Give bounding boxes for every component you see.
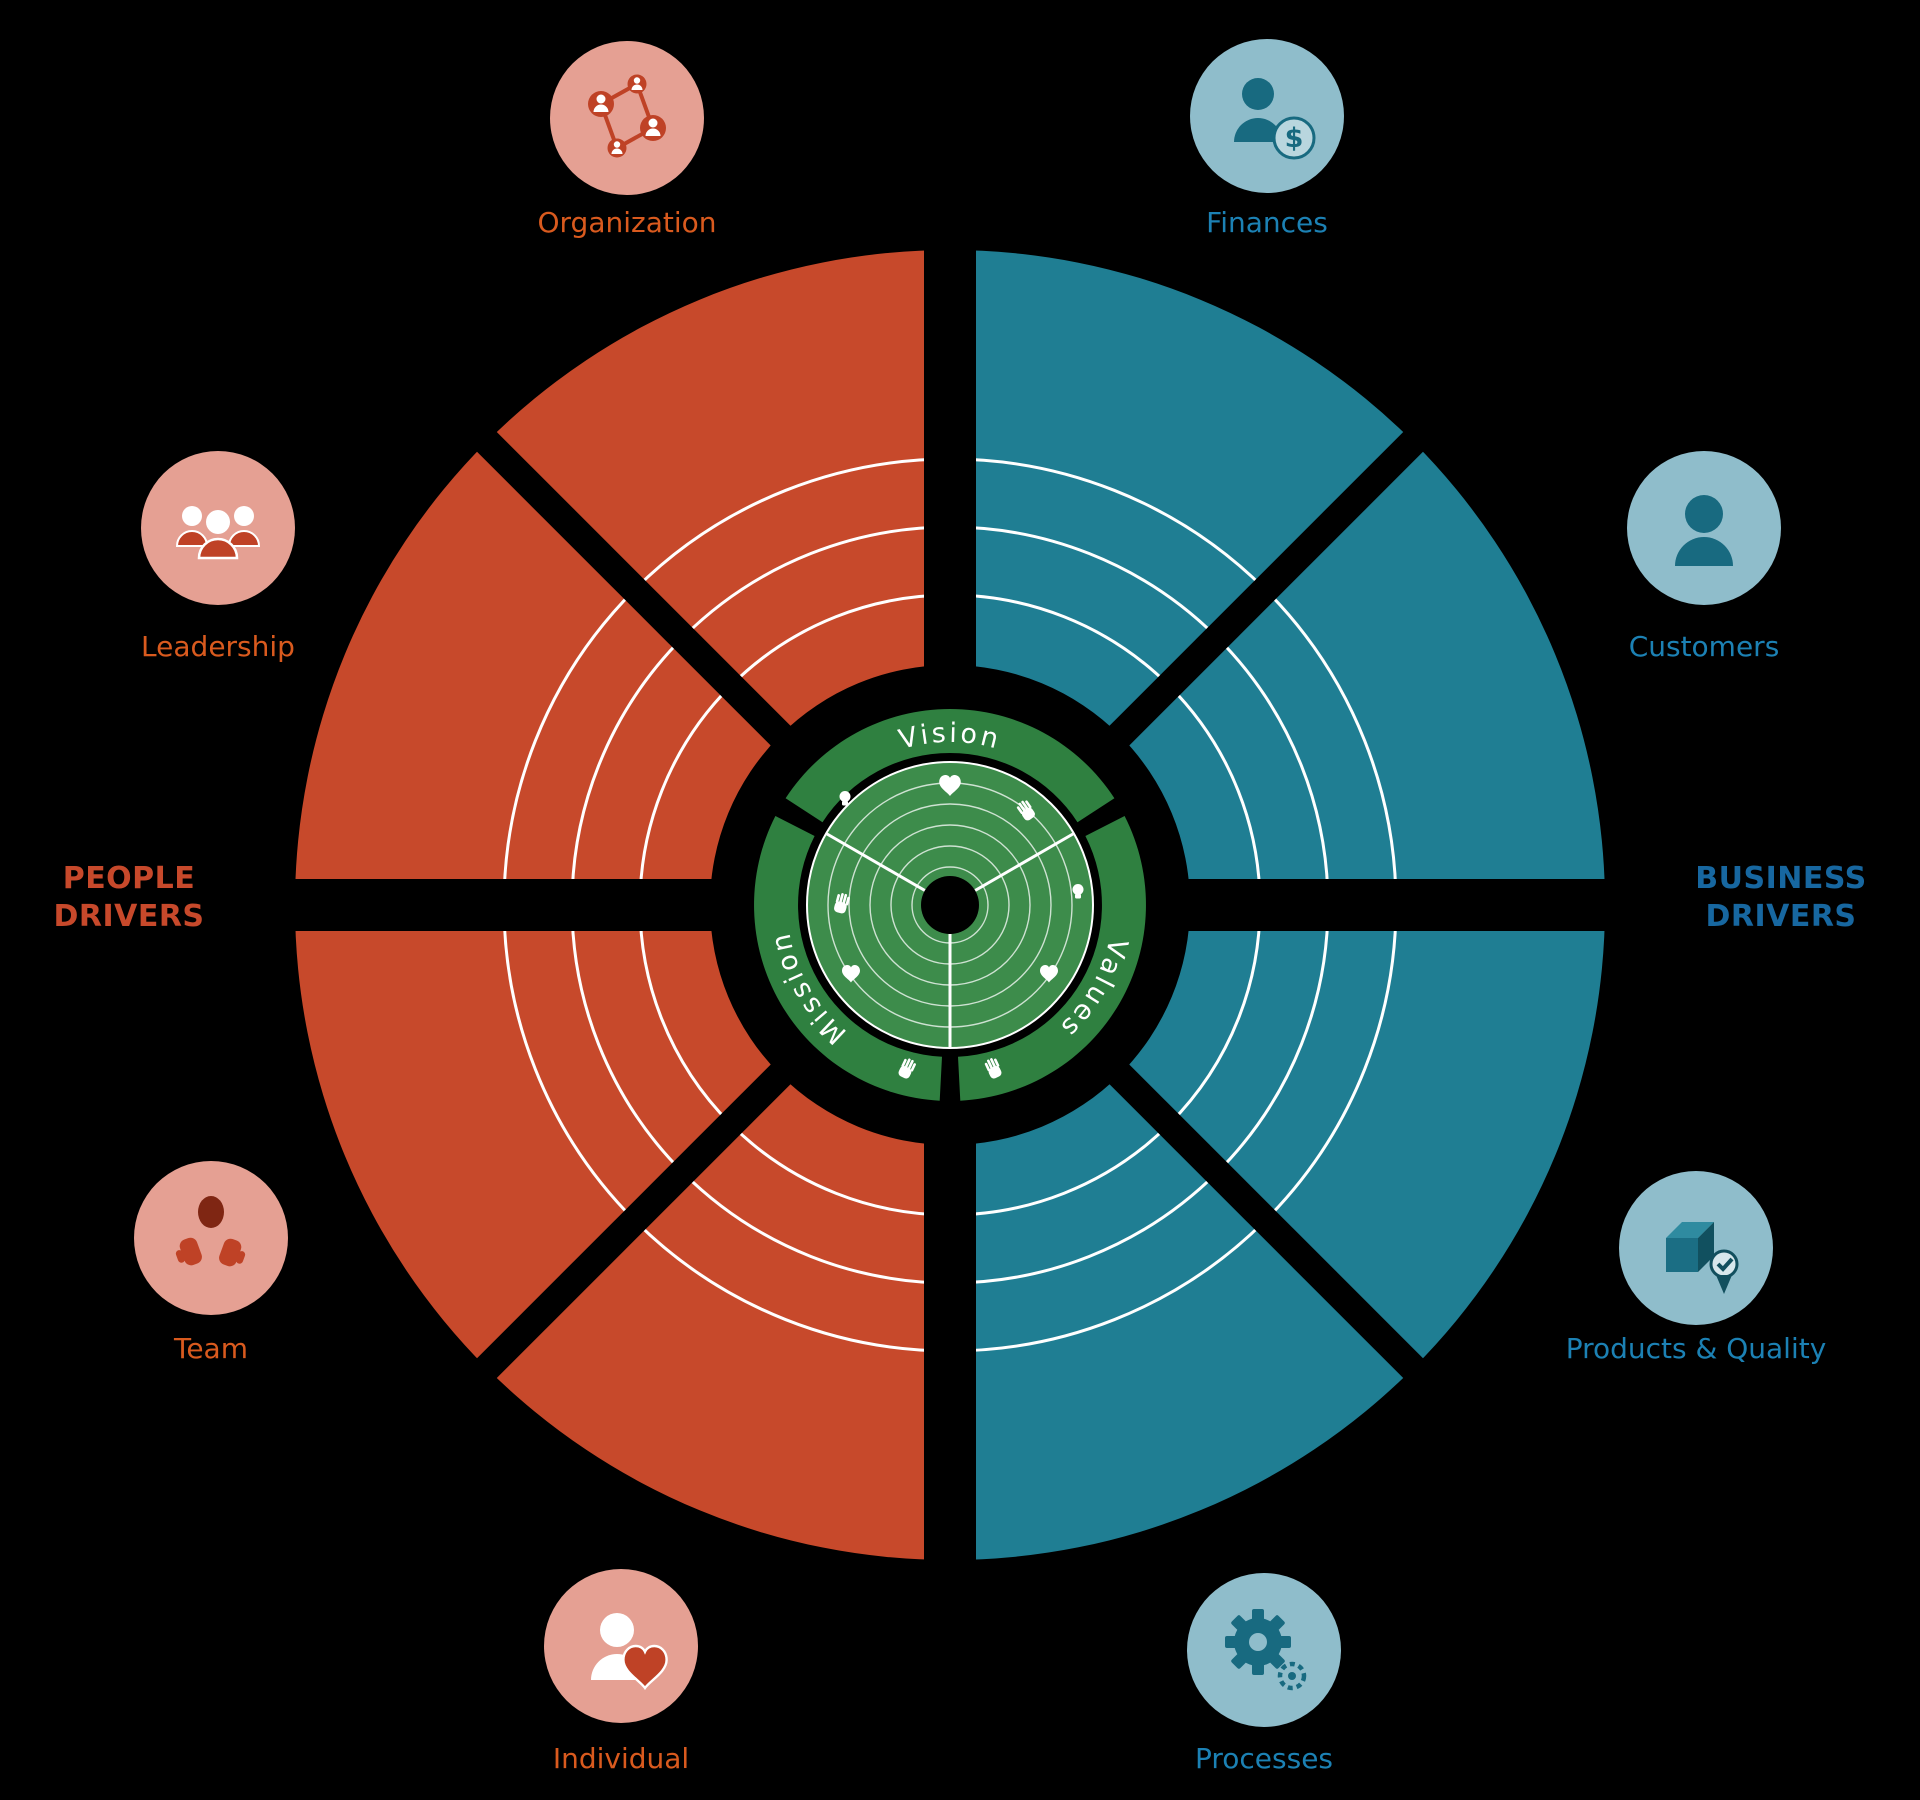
organization-label: Organization [537,206,716,239]
team-icon-bg [134,1161,288,1315]
leadership-label: Leadership [141,630,295,663]
leadership-icon [141,451,295,605]
wedge-customers [1119,441,1605,905]
hub-ring-vision [785,709,1115,823]
hub-ring-mission [754,816,942,1101]
team-label: Team [173,1332,248,1365]
customers-icon [1627,451,1781,605]
individual-icon [544,1569,698,1723]
wedge-team [294,905,781,1369]
hub-center-hole [921,876,979,934]
divider-se [1085,1040,1460,1415]
hub-sector-line [825,832,926,892]
hub: Vision Mission Values [754,709,1146,1101]
wedge-leadership [295,441,781,905]
products-quality-label: Products & Quality [1566,1332,1827,1365]
finances-icon-bg [1190,39,1344,193]
divider-sw [440,1040,815,1415]
business-drivers-line2: DRIVERS [1705,899,1856,934]
finances-icon: $ [1190,39,1344,193]
people-drivers-line1: PEOPLE [63,861,196,896]
wedge-finances [950,250,1414,736]
people-drivers-title: PEOPLE DRIVERS [53,861,204,934]
processes-icon [1187,1573,1341,1727]
wedge-individual [486,1074,950,1560]
coin-dollar-sign: $ [1285,123,1304,154]
business-drivers-line1: BUSINESS [1695,861,1866,896]
finances-label: Finances [1206,206,1328,239]
wedge-products [1119,905,1605,1369]
individual-label: Individual [553,1742,689,1775]
customers-label: Customers [1629,630,1780,663]
processes-label: Processes [1195,1742,1333,1775]
hub-ring-values [958,816,1146,1101]
divider-nw [440,395,815,770]
organization-icon-bg [550,41,704,195]
organization-icon [550,41,704,195]
business-drivers-title: BUSINESS DRIVERS [1695,861,1866,934]
hub-sector-line [974,832,1075,892]
wedge-organization [486,250,950,736]
wheel-segments [240,195,1660,1615]
wedge-processes [950,1074,1414,1560]
people-drivers-line2: DRIVERS [53,899,204,934]
divider-ne [1085,395,1460,770]
products-quality-icon [1619,1171,1773,1325]
team-icon [134,1161,288,1315]
